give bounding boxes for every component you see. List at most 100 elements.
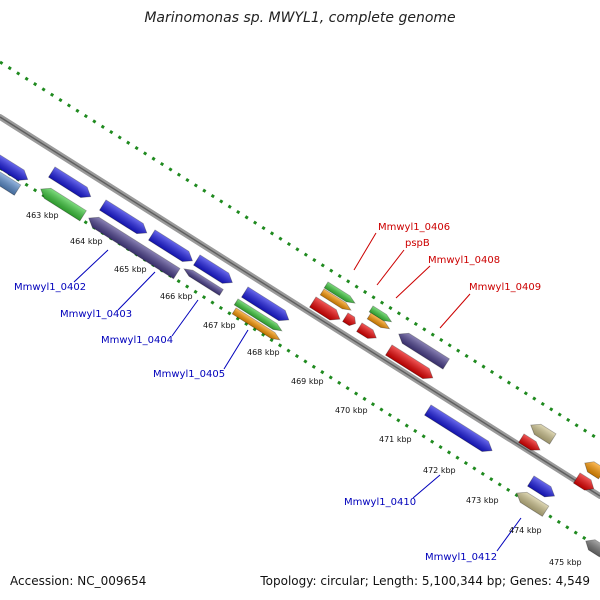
gene-arrow[interactable] [385,344,436,383]
gene-arrow[interactable] [424,404,496,456]
gene-label-mmwyl1-0410[interactable]: Mmwyl1_0410 [344,497,416,508]
gene-arrow-shade [148,230,193,262]
gene-arrow-shade [48,167,91,198]
scale-labels: 463 kbp 464 kbp 465 kbp 466 kbp 467 kbp … [26,211,582,567]
gene-arrow-shade [193,255,233,284]
gene-arrow-shade [309,297,340,320]
gene-arrow[interactable] [528,420,557,445]
callout-line [395,265,431,299]
forward-gene-labels: Mmwyl1_0406 pspB Mmwyl1_0408 Mmwyl1_0409 [378,222,541,293]
callout-line [223,329,249,370]
gene-arrow-shade [88,217,180,279]
gene-label-mmwyl1-0408[interactable]: Mmwyl1_0408 [428,255,500,266]
gene-label-mmwyl1-0412[interactable]: Mmwyl1_0412 [425,552,497,563]
gene-arrow-shade [40,188,87,221]
scale-label: 473 kbp [466,496,499,505]
gene-arrow-shade [367,313,390,329]
gene-arrow-shade [369,306,392,322]
gene-arrow[interactable] [583,536,600,558]
gene-arrow-shade [0,157,21,196]
gene-arrow-shade [232,308,280,340]
gene-arrow-shade [234,299,282,331]
gene-arrow-shade [324,282,355,304]
gene-arrow-shade [518,434,540,451]
gene-arrow[interactable] [231,307,281,343]
callout-line [439,293,471,329]
callout-line [117,271,156,311]
reverse-gene-labels: Mmwyl1_0402 Mmwyl1_0403 Mmwyl1_0404 Mmwy… [14,282,497,563]
gene-label-mmwyl1-0406[interactable]: Mmwyl1_0406 [378,222,450,233]
gene-label-mmwyl1-0409[interactable]: Mmwyl1_0409 [469,282,541,293]
gene-arrow[interactable] [396,329,450,370]
gene-arrow[interactable] [514,488,550,517]
gene-label-pspb[interactable]: pspB [405,238,430,249]
gene-arrow-shade [342,313,356,326]
inner-tick-track [0,166,600,550]
scale-label: 466 kbp [160,292,193,301]
gene-arrow-shade [320,289,351,311]
scale-label: 474 kbp [509,526,542,535]
gene-arrow-shade [356,323,377,339]
callout-line [496,517,522,552]
gene-arrow[interactable] [0,153,22,196]
gene-arrow[interactable] [319,288,352,313]
label-callouts [73,232,522,552]
gene-arrow-shade [385,345,433,379]
gene-features [0,135,600,558]
gene-arrow-shade [585,539,600,557]
gene-arrow[interactable] [193,254,236,288]
gene-arrow-shade [573,473,594,491]
scale-label: 470 kbp [335,406,368,415]
gene-arrow[interactable] [233,298,283,334]
genome-summary: Topology: circular; Length: 5,100,344 bp… [260,574,590,588]
map-title: Marinomonas sp. MWYL1, complete genome [144,10,456,26]
gene-arrow[interactable] [573,472,597,494]
gene-arrow-shade [99,200,147,234]
gene-arrow-shade [527,476,555,497]
gene-arrow[interactable] [99,199,150,238]
gene-arrow-shade [0,136,28,181]
callout-line [353,232,377,271]
scale-label: 467 kbp [203,321,236,330]
gene-label-mmwyl1-0405[interactable]: Mmwyl1_0405 [153,369,225,380]
scale-label: 471 kbp [379,435,412,444]
gene-arrow[interactable] [86,213,181,280]
scale-label: 464 kbp [70,237,103,246]
gene-label-mmwyl1-0403[interactable]: Mmwyl1_0403 [60,309,132,320]
gene-label-mmwyl1-0402[interactable]: Mmwyl1_0402 [14,282,86,293]
callout-line [171,299,199,337]
gene-arrow[interactable] [38,184,87,222]
scale-label: 475 kbp [549,558,582,567]
scale-label: 468 kbp [247,348,280,357]
gene-arrow[interactable] [148,229,196,266]
gene-arrow[interactable] [241,286,292,325]
gene-label-mmwyl1-0404[interactable]: Mmwyl1_0404 [101,335,173,346]
outer-tick-track [0,60,600,442]
callout-line [376,249,405,286]
scale-label: 465 kbp [114,265,147,274]
gene-arrow[interactable] [342,312,358,328]
gene-arrow[interactable] [323,281,356,306]
gene-arrow-shade [424,405,493,452]
gene-arrow-shade [516,492,549,517]
scale-label: 463 kbp [26,211,59,220]
gene-arrow[interactable] [48,166,94,202]
gene-arrow[interactable] [518,433,543,454]
accession-label: Accession: NC_009654 [10,574,147,588]
scale-label: 469 kbp [291,377,324,386]
gene-arrow[interactable] [309,296,343,324]
genome-backbone [0,114,600,499]
gene-arrow-shade [530,424,556,445]
gene-arrow[interactable] [182,266,224,296]
callout-line [412,474,441,499]
gene-arrow[interactable] [527,475,558,501]
gene-arrow-shade [398,333,450,370]
gene-arrow[interactable] [368,305,393,325]
gene-arrow[interactable] [356,322,379,342]
callout-line [73,249,109,283]
gene-arrow-shade [184,268,224,296]
gene-arrow[interactable] [366,312,391,332]
gene-arrow[interactable] [0,135,31,185]
scale-label: 472 kbp [423,466,456,475]
